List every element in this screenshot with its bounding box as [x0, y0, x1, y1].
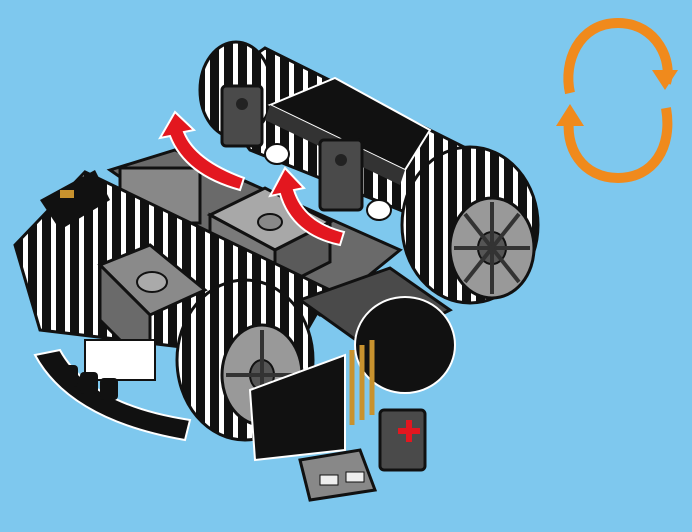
right-wheel	[402, 147, 538, 303]
skid-plate	[35, 340, 190, 440]
rotate-model-icon	[548, 8, 688, 188]
